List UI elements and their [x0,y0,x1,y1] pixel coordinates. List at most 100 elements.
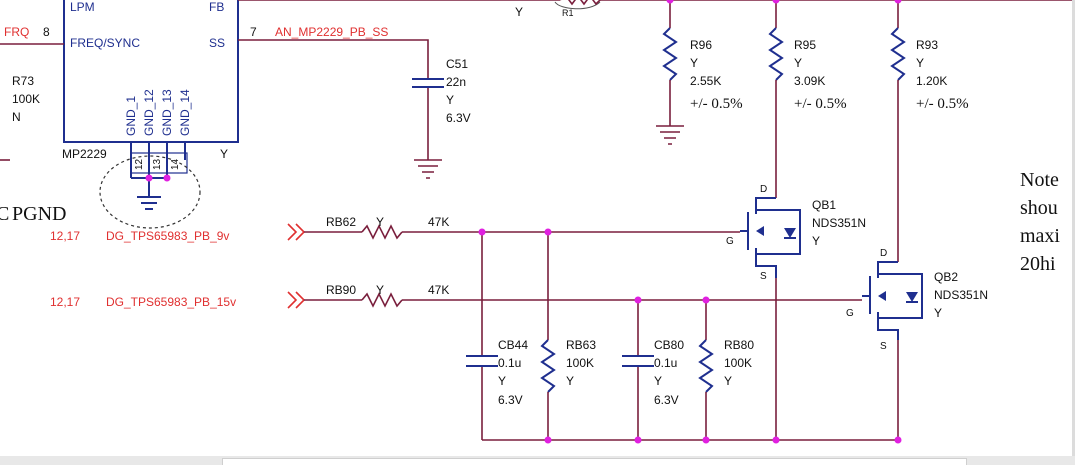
note-line-3: maxi [1020,225,1060,247]
pin-ss-label: SS [209,36,225,50]
cb80-value: 0.1u [654,356,677,370]
junction [163,174,171,182]
rb80-flag: Y [724,374,732,388]
qb2-diode [906,292,918,302]
cb44-plates [466,355,498,367]
r96-value: 2.55K [690,74,721,88]
net-label-pb9: DG_TPS65983_PB_9v [106,229,229,243]
junction [544,436,552,444]
qb1-s-label: S [760,271,767,282]
r96-ref: R96 [690,38,712,52]
qb2-s-label: S [880,341,887,352]
r1-label: R1 [562,8,574,18]
qb2-arrow [878,291,886,301]
pin-number-13: 13 [152,158,163,170]
c51-voltage: 6.3V [446,111,471,125]
pin-number-12: 12 [134,158,145,170]
rb63-ref: RB63 [566,338,596,352]
r73-ref: R73 [12,74,34,88]
pin-fb-label: FB [209,0,224,14]
rb80-ref: RB80 [724,338,754,352]
pin-gnd12-label: GND_12 [142,89,156,136]
mosfet-qb1: D G S QB1 NDS351N Y [726,184,866,282]
note-line-2: shou [1020,197,1058,219]
pgnd-label-prefix: C [0,203,9,225]
r96-tolerance: +/- 0.5% [690,96,743,112]
rb62-zigzag [361,224,403,240]
c51-plates [412,78,444,88]
r95-ref: R95 [794,38,816,52]
junction-dots [478,0,902,444]
c51-value: 22n [446,75,466,89]
ic-flag: Y [220,147,228,161]
rb80-zigzag [698,339,714,393]
qb1-diode [784,228,796,238]
qb2-body [862,273,923,319]
cb80-voltage: 6.3V [654,393,679,407]
r96-ground-icon [656,125,684,145]
rb63-value: 100K [566,356,594,370]
qb1-part: NDS351N [812,216,866,230]
qb2-ref: QB2 [934,270,958,284]
c51-ref: C51 [446,57,468,71]
qb1-d-label: D [760,184,767,195]
junction [772,0,780,4]
ss-wire [238,39,429,78]
qb2-flag: Y [934,306,942,320]
bottom-panel [222,458,967,465]
qb1-ref: QB1 [812,198,836,212]
pin-gnd1-label: GND_1 [124,96,138,136]
qb1-body [740,209,801,255]
junction [145,174,153,182]
junction [666,0,674,4]
junction [894,0,902,4]
junction [634,296,642,304]
r73-value: 100K [12,92,40,106]
r93-zigzag [890,27,906,81]
rb63-flag: Y [566,374,574,388]
gnd-pin-box [130,152,188,174]
mosfet-qb2: D G S QB2 NDS351N Y [846,248,988,352]
pin-gnd13-label: GND_13 [160,89,174,136]
top-y-label: Y [515,5,523,19]
qb1-flag: Y [812,234,820,248]
qb2-part: NDS351N [934,288,988,302]
net-ref-pb15: 12,17 [50,295,80,309]
note-line-1: Note [1020,169,1059,191]
rb90-flag: Y [376,283,384,297]
r93-tolerance: +/- 0.5% [916,96,969,112]
rb63-zigzag [540,339,556,393]
ic-mp2229: LPM FB FREQ/SYNC SS GND_1 GND_12 GND_13 … [43,0,257,229]
net-label-frq: FRQ [4,25,29,39]
cb80-ref: CB80 [654,338,684,352]
note-line-4: 20hi [1020,253,1056,275]
cb44-flag: Y [498,374,506,388]
cb44-value: 0.1u [498,356,521,370]
rb62-value: 47K [428,215,449,229]
qb1-drain-source-leads [755,197,777,278]
pin-freq-label: FREQ/SYNC [70,36,140,50]
rb90-ref: RB90 [326,283,356,297]
qb2-d-label: D [880,248,887,259]
r73-flag: N [12,110,21,124]
junction [894,436,902,444]
net-label-ss: AN_MP2229_PB_SS [275,25,388,39]
junction [702,296,710,304]
junction [478,228,486,236]
qb2-g-label: G [846,308,854,319]
pb15-connector-icon [287,291,306,309]
net-label-pb15: DG_TPS65983_PB_15v [106,295,236,309]
r95-value: 3.09K [794,74,825,88]
c51-ground-icon [414,159,442,179]
r1-zigzag [560,0,601,6]
pin-gnd14-label: GND_14 [178,89,192,136]
qb1-arrow [756,226,764,236]
ic-body [63,0,239,143]
r93-value: 1.20K [916,74,947,88]
scrollbar-track[interactable] [1072,0,1075,456]
pb9-connector-icon [287,223,306,241]
rb90-value: 47K [428,283,449,297]
r93-ref: R93 [916,38,938,52]
rb62-ref: RB62 [326,215,356,229]
